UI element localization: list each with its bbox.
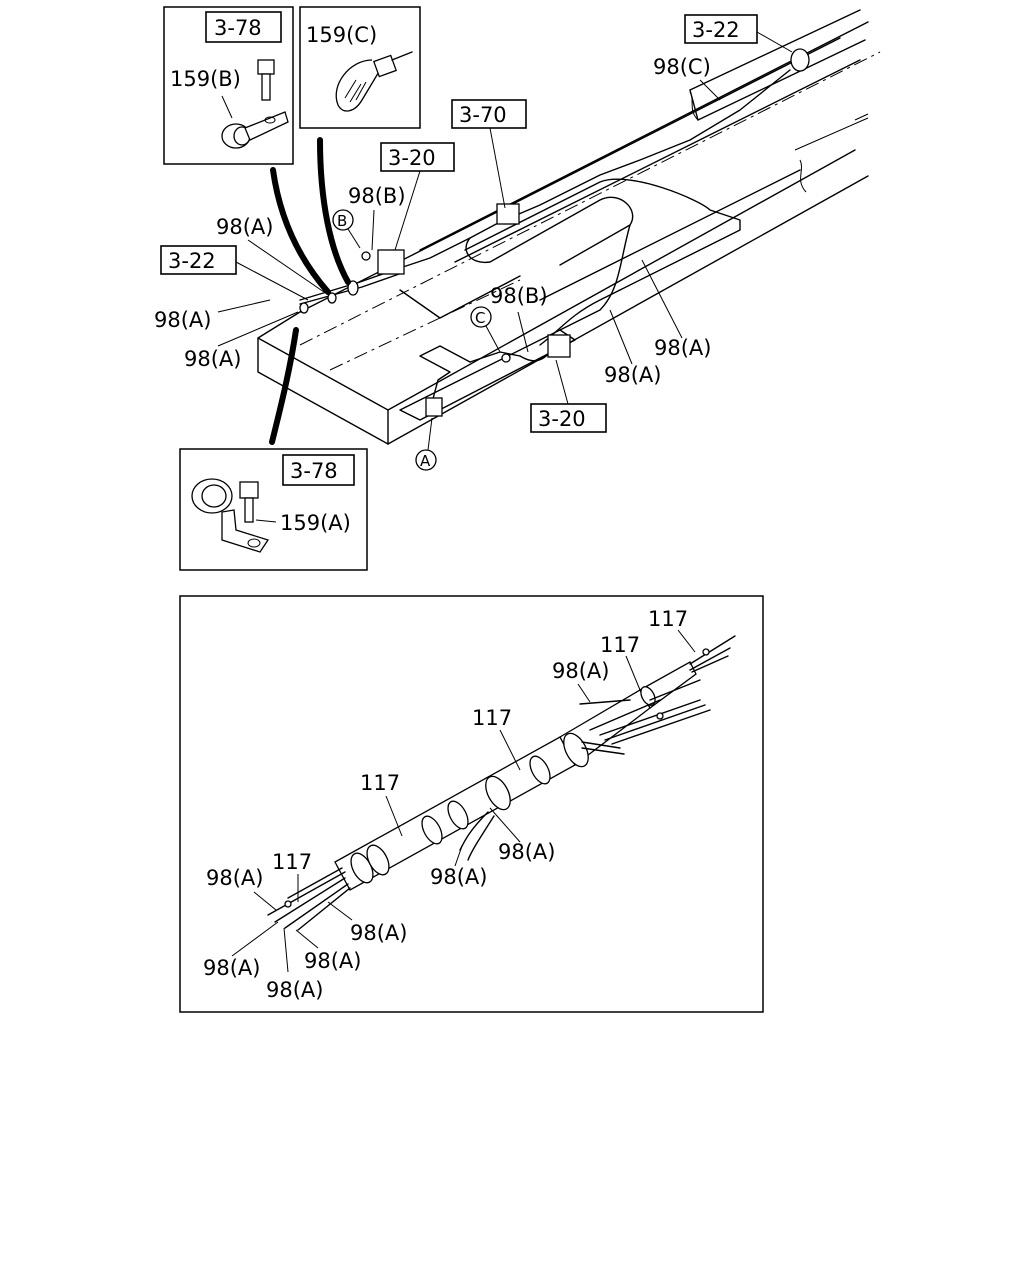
circle-c: C	[475, 309, 485, 327]
label-117-4: 117	[360, 771, 400, 795]
ref-box-3-22-right	[684, 14, 758, 44]
inset-159b: 3-78 159(B)	[163, 6, 294, 165]
ref-3-78-bottom: 3-78	[290, 459, 338, 483]
label-98a-h1: 98(A)	[552, 659, 609, 683]
ref-box-3-78-bottom	[282, 454, 355, 486]
label-98b-top: 98(B)	[348, 184, 406, 208]
ref-3-22-left: 3-22	[168, 249, 216, 273]
label-98a-upper1: 98(A)	[216, 215, 273, 239]
ref-3-20-bottom: 3-20	[538, 407, 586, 431]
label-159b: 159(B)	[170, 67, 241, 91]
inset-pointers	[269, 137, 351, 445]
label-117-3: 117	[472, 706, 512, 730]
ref-box-3-22-left	[160, 245, 237, 275]
label-98a-h8: 98(A)	[266, 978, 323, 1002]
ref-box-3-20-bottom	[530, 403, 607, 433]
label-98b-mid: 98(B)	[490, 284, 548, 308]
label-98a-h4: 98(A)	[206, 866, 263, 890]
label-159a: 159(A)	[280, 511, 351, 535]
inset-159c: 159(C)	[299, 6, 421, 129]
ref-3-20-top: 3-20	[388, 146, 436, 170]
label-117-5: 117	[272, 850, 312, 874]
ref-box-3-70	[451, 99, 527, 129]
ref-3-70: 3-70	[459, 103, 507, 127]
harness-labels: 117 117 98(A) 117 117 98(A) 98(A) 117 98…	[203, 607, 696, 1002]
label-98a-upper4: 98(A)	[654, 336, 711, 360]
ref-3-22-right: 3-22	[692, 18, 740, 42]
label-98a-h3: 98(A)	[430, 865, 487, 889]
label-117-1: 117	[648, 607, 688, 631]
label-98a-h5: 98(A)	[350, 921, 407, 945]
label-98a-upper3: 98(A)	[184, 347, 241, 371]
label-98c: 98(C)	[653, 55, 711, 79]
label-159c: 159(C)	[306, 23, 377, 47]
ref-box-3-20-top	[380, 142, 455, 172]
circle-a: A	[420, 452, 431, 470]
frame-clips	[299, 48, 810, 417]
ref-3-78-top: 3-78	[214, 16, 262, 40]
ref-box-3-78-top	[205, 11, 282, 43]
label-98a-h2: 98(A)	[498, 840, 555, 864]
label-117-2: 117	[600, 633, 640, 657]
label-98a-h6: 98(A)	[304, 949, 361, 973]
circle-b: B	[337, 212, 347, 230]
harness-detail	[179, 595, 764, 1013]
harness-route	[299, 69, 791, 411]
label-98a-upper2: 98(A)	[154, 308, 211, 332]
label-98a-upper5: 98(A)	[604, 363, 661, 387]
upper-labels: 3-22 98(C) 3-70 3-20 98(B) B 98(A) 3-22 …	[154, 14, 793, 471]
frame-rails	[257, 9, 881, 445]
inset-159a: 3-78 159(A)	[179, 448, 368, 571]
label-98a-h7: 98(A)	[203, 956, 260, 980]
